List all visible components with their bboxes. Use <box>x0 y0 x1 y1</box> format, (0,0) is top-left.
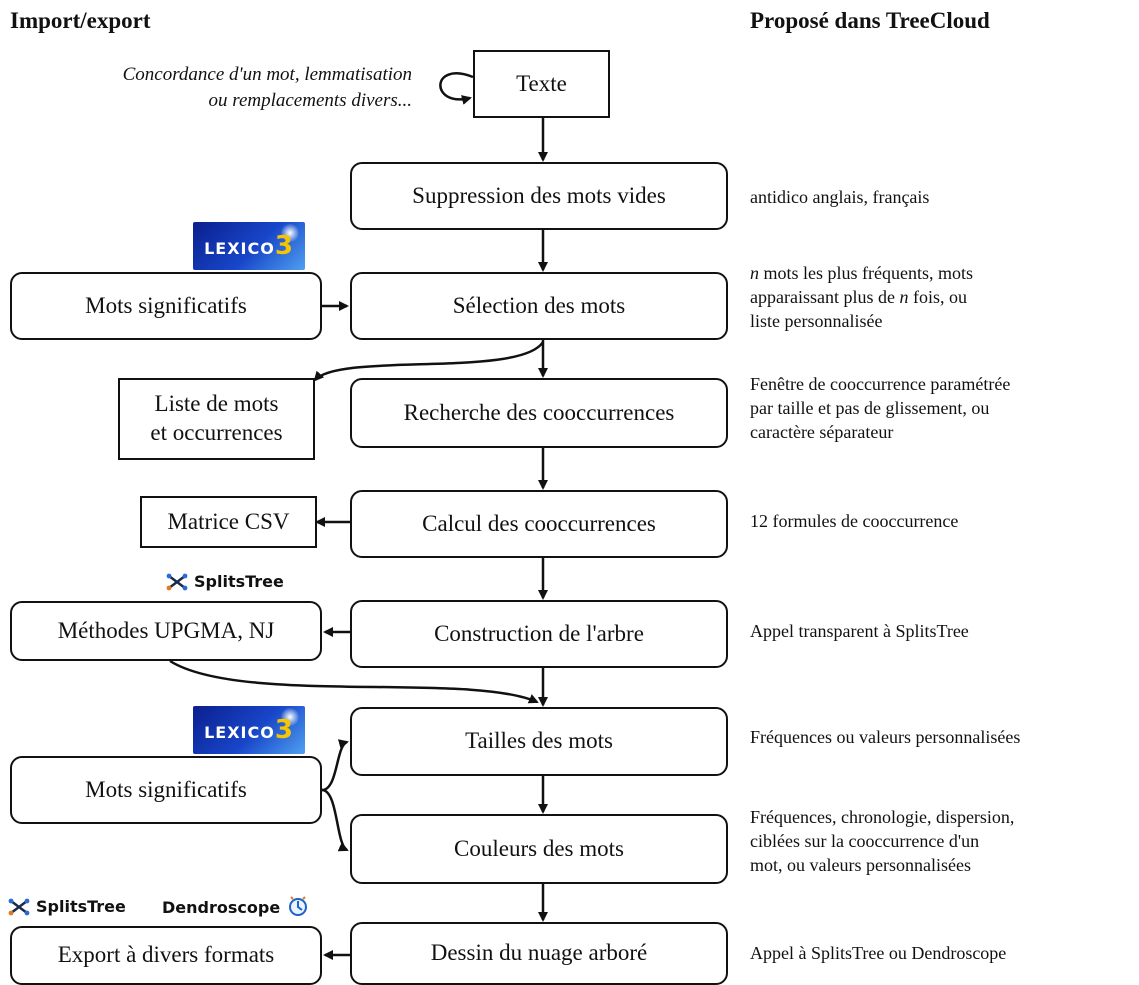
splitstree-logo: SplitsTree <box>8 897 126 916</box>
dendroscope-logo: Dendroscope <box>162 896 310 918</box>
arrow-methodes-tailles <box>169 659 539 704</box>
desc-selection: n mots les plus fréquents, mots apparais… <box>750 263 973 331</box>
side-mots-significatifs-1: Mots significatifs <box>10 272 322 340</box>
lexico3-logo: LEXICO3 <box>193 222 305 270</box>
step-selection: Sélection des mots <box>350 272 728 340</box>
desc-dessin: Appel à SplitsTree ou Dendroscope <box>750 943 1007 963</box>
desc-construction: Appel transparent à SplitsTree <box>750 621 969 641</box>
lexico3-logo: LEXICO3 <box>193 706 305 754</box>
step-construction: Construction de l'arbre <box>350 600 728 668</box>
arrow-selection-liste <box>313 341 545 382</box>
desc-couleurs: Fréquences, chronologie, dispersion, cib… <box>750 807 1015 875</box>
step-tailles: Tailles des mots <box>350 707 728 776</box>
note-line-1: Concordance d'un mot, lemmatisation <box>122 64 412 85</box>
side-mots-significatifs-2: Mots significatifs <box>10 756 322 824</box>
side-matrice-csv: Matrice CSV <box>140 496 317 548</box>
dendroscope-icon <box>289 896 308 916</box>
step-recherche: Recherche des cooccurrences <box>350 378 728 448</box>
step-calcul: Calcul des cooccurrences <box>350 490 728 558</box>
desc-tailles: Fréquences ou valeurs personnalisées <box>750 727 1021 747</box>
side-methodes: Méthodes UPGMA, NJ <box>10 601 322 661</box>
splitstree-icon <box>166 573 188 590</box>
text-preprocessing-note: Concordance d'un mot, lemmatisation ou r… <box>20 62 412 113</box>
splitstree-logo: SplitsTree <box>166 572 284 591</box>
splitstree-icon <box>8 898 30 915</box>
desc-recherche: Fenêtre de cooccurrence paramétrée par t… <box>750 374 1011 442</box>
step-couleurs: Couleurs des mots <box>350 814 728 884</box>
left-column-header: Import/export <box>10 8 151 33</box>
arrow-text-loop <box>439 72 474 105</box>
side-export: Export à divers formats <box>10 926 322 985</box>
desc-suppression: antidico anglais, français <box>750 187 930 207</box>
step-suppression: Suppression des mots vides <box>350 162 728 230</box>
step-texte: Texte <box>473 50 610 118</box>
side-liste-mots: Liste de mots et occurrences <box>118 378 315 460</box>
desc-calcul: 12 formules de cooccurrence <box>750 511 959 531</box>
arrow-mots-couleurs <box>321 788 349 852</box>
note-line-2: ou remplacements divers... <box>208 89 413 111</box>
desc-selection-var-n: n <box>750 263 759 283</box>
right-column-header: Proposé dans TreeCloud <box>750 8 990 33</box>
step-dessin: Dessin du nuage arboré <box>350 922 728 985</box>
arrow-mots-tailles <box>321 739 349 792</box>
